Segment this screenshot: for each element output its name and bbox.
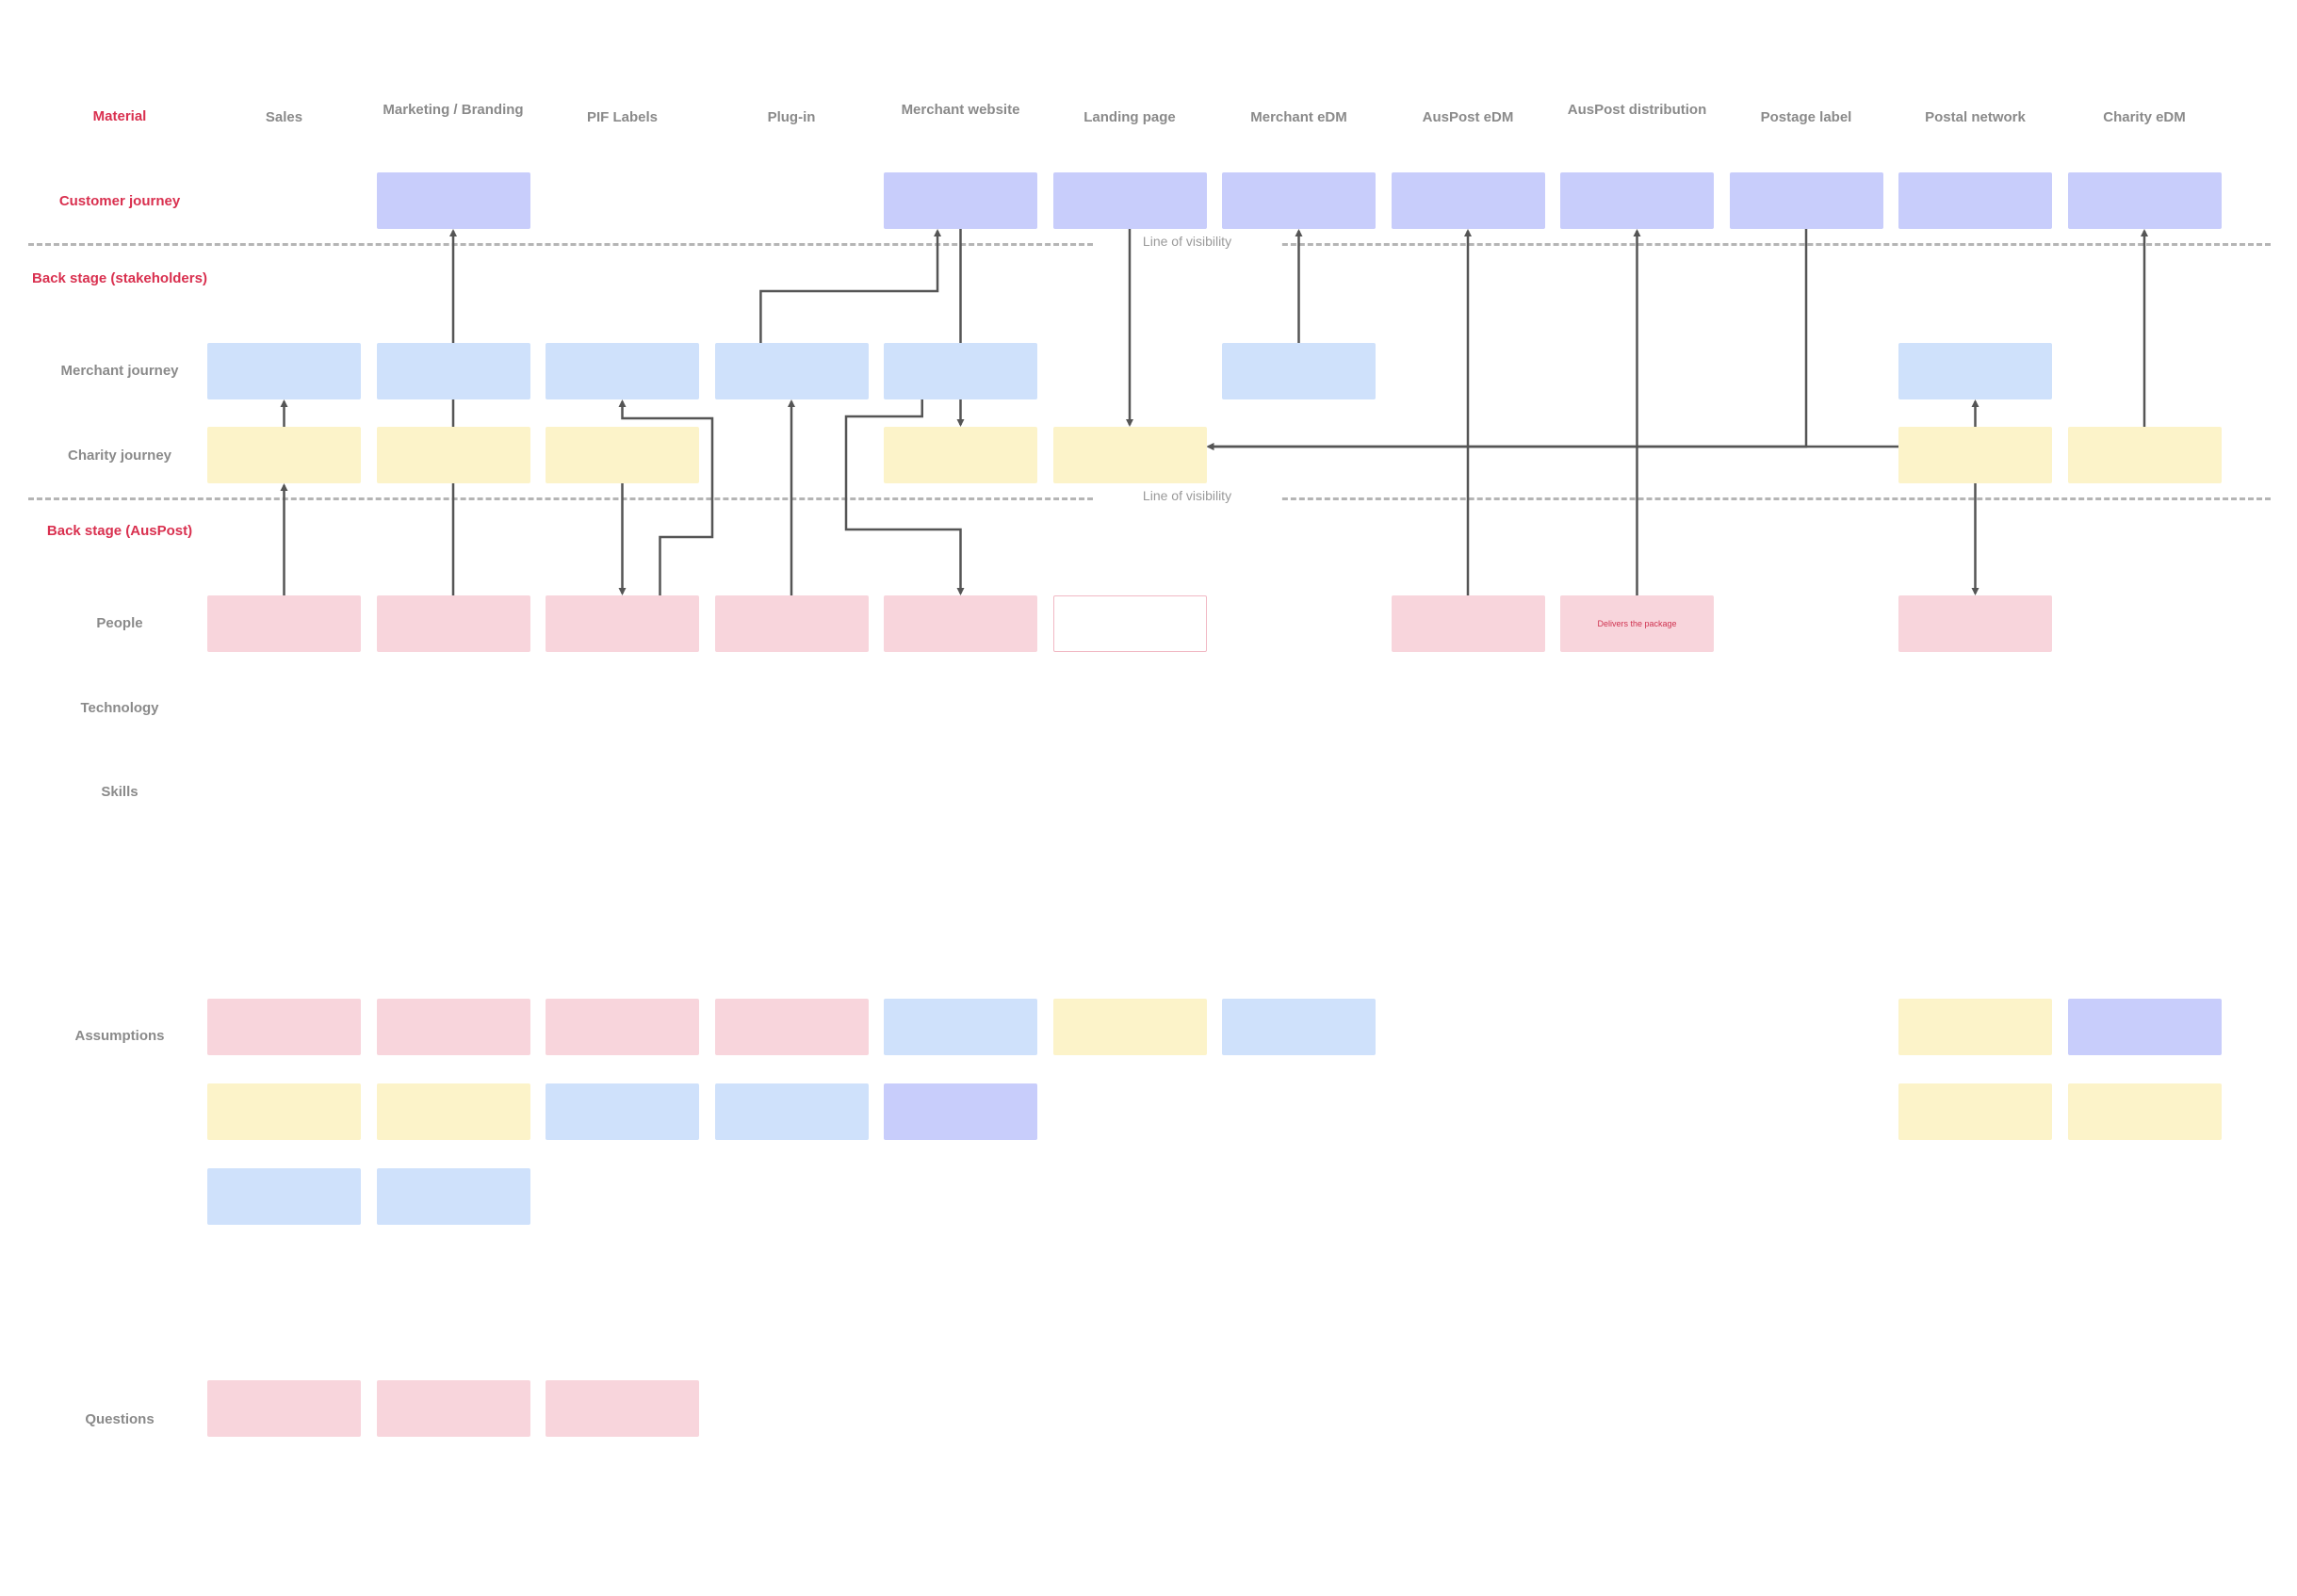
sticky-note-merchant-journey[interactable]: [714, 343, 869, 399]
sticky-note-customer-journey[interactable]: [1898, 172, 2052, 229]
row-label-customer-journey: Customer journey: [58, 193, 181, 209]
row-label-back-stage-auspost: Back stage (AusPost): [46, 523, 193, 539]
sticky-note-customer-journey[interactable]: [2067, 172, 2222, 229]
sticky-note-people[interactable]: [1391, 595, 1545, 652]
sticky-note-assumptions[interactable]: [376, 1168, 530, 1225]
sticky-note-assumptions[interactable]: [546, 1083, 699, 1140]
column-header-landing-page: Landing page: [1083, 109, 1176, 125]
sticky-note-merchant-journey[interactable]: [884, 343, 1037, 399]
sticky-note-customer-journey[interactable]: [1391, 172, 1545, 229]
sticky-note-assumptions[interactable]: [884, 1083, 1037, 1140]
sticky-note-assumptions[interactable]: [2067, 1083, 2222, 1140]
sticky-note-assumptions[interactable]: [1052, 999, 1207, 1055]
column-header-sales: Sales: [265, 109, 303, 125]
row-label-people: People: [96, 615, 143, 631]
column-header-merchant-website: Merchant website: [901, 102, 1020, 118]
column-header-auspost-edm: AusPost eDM: [1422, 109, 1514, 125]
sticky-note-assumptions[interactable]: [207, 999, 361, 1055]
sticky-note-people[interactable]: [546, 595, 699, 652]
sticky-note-assumptions[interactable]: [1898, 1083, 2052, 1140]
row-label-material: Material: [92, 108, 147, 124]
column-header-marketing: Marketing / Branding: [383, 102, 524, 118]
sticky-note-customer-journey[interactable]: [376, 172, 530, 229]
sticky-note-assumptions[interactable]: [207, 1083, 361, 1140]
sticky-note-assumptions[interactable]: [714, 1083, 869, 1140]
column-header-postage-label: Postage label: [1760, 109, 1852, 125]
connector-arrow: [1206, 229, 1808, 450]
sticky-note-people[interactable]: [376, 595, 530, 652]
row-label-assumptions: Assumptions: [74, 1028, 165, 1044]
sticky-note-charity-journey[interactable]: [884, 427, 1037, 483]
sticky-note-charity-journey[interactable]: [2067, 427, 2222, 483]
sticky-note-people[interactable]: [884, 595, 1037, 652]
sticky-note-questions[interactable]: [207, 1380, 361, 1437]
sticky-note-customer-journey[interactable]: [1560, 172, 1714, 229]
sticky-note-merchant-journey[interactable]: [546, 343, 699, 399]
sticky-note-charity-journey[interactable]: [1052, 427, 1207, 483]
sticky-note-assumptions[interactable]: [207, 1168, 361, 1225]
sticky-note-charity-journey[interactable]: [207, 427, 361, 483]
sticky-note-customer-journey[interactable]: [1729, 172, 1883, 229]
sticky-note-assumptions[interactable]: [376, 999, 530, 1055]
row-label-back-stage-stakeholders: Back stage (stakeholders): [32, 270, 207, 286]
sticky-note-people[interactable]: [1898, 595, 2052, 652]
row-label-technology: Technology: [80, 700, 159, 716]
sticky-note-people[interactable]: [714, 595, 869, 652]
sticky-note-charity-journey[interactable]: [546, 427, 699, 483]
connector-arrow: [759, 229, 942, 343]
column-header-plug-in: Plug-in: [767, 109, 816, 125]
sticky-note-charity-journey[interactable]: [376, 427, 530, 483]
sticky-note-assumptions[interactable]: [1898, 999, 2052, 1055]
sticky-note-customer-journey[interactable]: [1052, 172, 1207, 229]
sticky-note-merchant-journey[interactable]: [1222, 343, 1376, 399]
row-label-questions: Questions: [85, 1411, 155, 1427]
sticky-note-customer-journey[interactable]: [884, 172, 1037, 229]
row-label-merchant-journey: Merchant journey: [60, 363, 179, 379]
sticky-note-assumptions[interactable]: [884, 999, 1037, 1055]
column-header-merchant-edm: Merchant eDM: [1250, 109, 1347, 125]
sticky-note-assumptions[interactable]: [546, 999, 699, 1055]
column-header-postal-network: Postal network: [1925, 109, 2026, 125]
sticky-note-people[interactable]: [1052, 595, 1207, 652]
sticky-note-merchant-journey[interactable]: [1898, 343, 2052, 399]
sticky-note-merchant-journey[interactable]: [207, 343, 361, 399]
sticky-note-merchant-journey[interactable]: [376, 343, 530, 399]
sticky-note-assumptions[interactable]: [714, 999, 869, 1055]
sticky-note-assumptions[interactable]: [376, 1083, 530, 1140]
sticky-note-assumptions[interactable]: [2067, 999, 2222, 1055]
sticky-note-people[interactable]: Delivers the package: [1560, 595, 1714, 652]
sticky-note-customer-journey[interactable]: [1222, 172, 1376, 229]
column-header-pif-labels: PIF Labels: [586, 109, 659, 125]
sticky-note-questions[interactable]: [376, 1380, 530, 1437]
column-header-charity-edm: Charity eDM: [2103, 109, 2186, 125]
row-label-charity-journey: Charity journey: [67, 448, 172, 464]
sticky-note-people[interactable]: [207, 595, 361, 652]
lower-visibility-label: Line of visibility: [1093, 488, 1281, 503]
sticky-note-questions[interactable]: [546, 1380, 699, 1437]
upper-visibility-label: Line of visibility: [1093, 234, 1281, 249]
row-label-skills: Skills: [101, 784, 138, 800]
column-header-auspost-distribution: AusPost distribution: [1567, 102, 1707, 118]
sticky-note-charity-journey[interactable]: [1898, 427, 2052, 483]
sticky-note-assumptions[interactable]: [1222, 999, 1376, 1055]
